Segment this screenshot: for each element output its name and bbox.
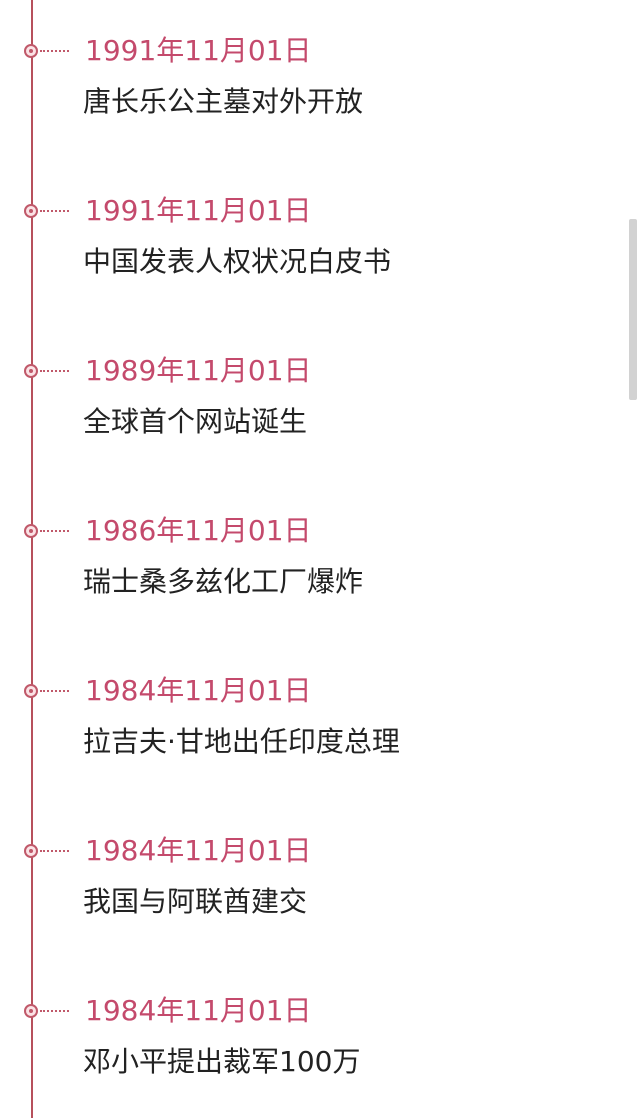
timeline-dot-icon bbox=[24, 204, 38, 218]
event-title[interactable]: 邓小平提出裁军100万 bbox=[83, 1045, 361, 1078]
event-date: 1986年11月01日 bbox=[85, 514, 312, 547]
timeline-dot-icon bbox=[24, 364, 38, 378]
event-date: 1991年11月01日 bbox=[85, 194, 312, 227]
timeline-dot-icon bbox=[24, 1004, 38, 1018]
event-title[interactable]: 拉吉夫·甘地出任印度总理 bbox=[83, 725, 400, 758]
timeline-event[interactable]: 1984年11月01日 拉吉夫·甘地出任印度总理 bbox=[0, 673, 600, 793]
timeline-event[interactable]: 1986年11月01日 瑞士桑多兹化工厂爆炸 bbox=[0, 513, 600, 633]
timeline-dot-icon bbox=[24, 44, 38, 58]
timeline-event[interactable]: 1991年11月01日 唐长乐公主墓对外开放 bbox=[0, 33, 600, 153]
dotted-connector bbox=[40, 370, 69, 372]
timeline-event[interactable]: 1984年11月01日 邓小平提出裁军100万 bbox=[0, 993, 600, 1113]
dotted-connector bbox=[40, 530, 69, 532]
timeline-event[interactable]: 1989年11月01日 全球首个网站诞生 bbox=[0, 353, 600, 473]
dotted-connector bbox=[40, 210, 69, 212]
timeline-event[interactable]: 1984年11月01日 我国与阿联酋建交 bbox=[0, 833, 600, 953]
dotted-connector bbox=[40, 850, 69, 852]
event-title[interactable]: 我国与阿联酋建交 bbox=[83, 885, 308, 918]
dotted-connector bbox=[40, 1010, 69, 1012]
timeline-dot-icon bbox=[24, 844, 38, 858]
timeline-event[interactable]: 1991年11月01日 中国发表人权状况白皮书 bbox=[0, 193, 600, 313]
event-date: 1984年11月01日 bbox=[85, 994, 312, 1027]
event-date: 1984年11月01日 bbox=[85, 834, 312, 867]
event-date: 1991年11月01日 bbox=[85, 34, 312, 67]
event-date: 1989年11月01日 bbox=[85, 354, 312, 387]
event-date: 1984年11月01日 bbox=[85, 674, 312, 707]
timeline-line bbox=[31, 0, 33, 1118]
timeline-dot-icon bbox=[24, 684, 38, 698]
event-title[interactable]: 全球首个网站诞生 bbox=[83, 405, 308, 438]
event-title[interactable]: 唐长乐公主墓对外开放 bbox=[83, 85, 364, 118]
dotted-connector bbox=[40, 690, 69, 692]
event-title[interactable]: 中国发表人权状况白皮书 bbox=[83, 245, 392, 278]
dotted-connector bbox=[40, 50, 69, 52]
event-title[interactable]: 瑞士桑多兹化工厂爆炸 bbox=[83, 565, 364, 598]
timeline-dot-icon bbox=[24, 524, 38, 538]
scrollbar[interactable] bbox=[629, 219, 637, 400]
